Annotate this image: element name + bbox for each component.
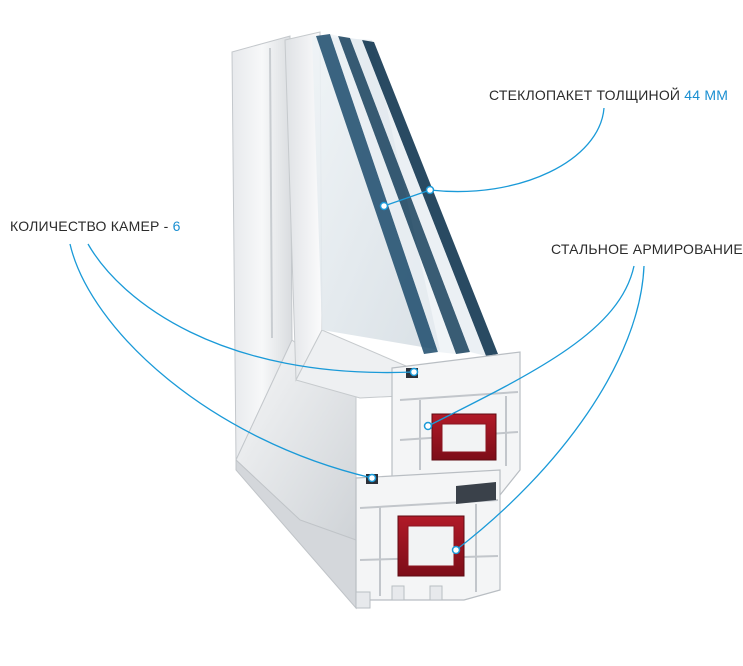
callout-line-glass [429,107,605,193]
chambers-label: КОЛИЧЕСТВО КАМЕР - 6 [10,218,181,234]
steel-reinforcement-lower [397,515,465,577]
glass-unit-thickness-value: 44 ММ [684,87,729,103]
callout-dot-chambers-2 [367,473,377,483]
glass-unit-label-text: СТЕКЛОПАКЕТ ТОЛЩИНОЙ [489,87,681,103]
chambers-count-value: 6 [172,218,181,234]
callout-dot-steel-1 [423,421,433,431]
profile-cross-section [355,351,521,609]
callout-line-chambers-2 [69,243,373,479]
steel-reinforcement-label-text: СТАЛЬНОЕ АРМИРОВАНИЕ [551,241,743,257]
steel-reinforcement-upper [431,413,497,461]
callout-dot-chambers-1 [409,367,419,377]
steel-reinforcement-label: СТАЛЬНОЕ АРМИРОВАНИЕ [551,241,743,257]
callout-line-steel-1 [427,265,635,427]
callout-line-glass-2 [383,189,431,207]
callout-line-chambers-1 [87,243,415,374]
callout-dot-glass-1 [425,185,435,195]
callout-lines [69,107,645,551]
callout-dots [367,185,461,555]
chambers-label-text: КОЛИЧЕСТВО КАМЕР - [10,218,169,234]
callout-dot-steel-2 [451,545,461,555]
callout-dot-glass-2 [379,201,389,211]
sash-frame [284,31,421,399]
callout-line-steel-2 [455,265,645,551]
glass-unit-label: СТЕКЛОПАКЕТ ТОЛЩИНОЙ 44 ММ [489,87,728,103]
